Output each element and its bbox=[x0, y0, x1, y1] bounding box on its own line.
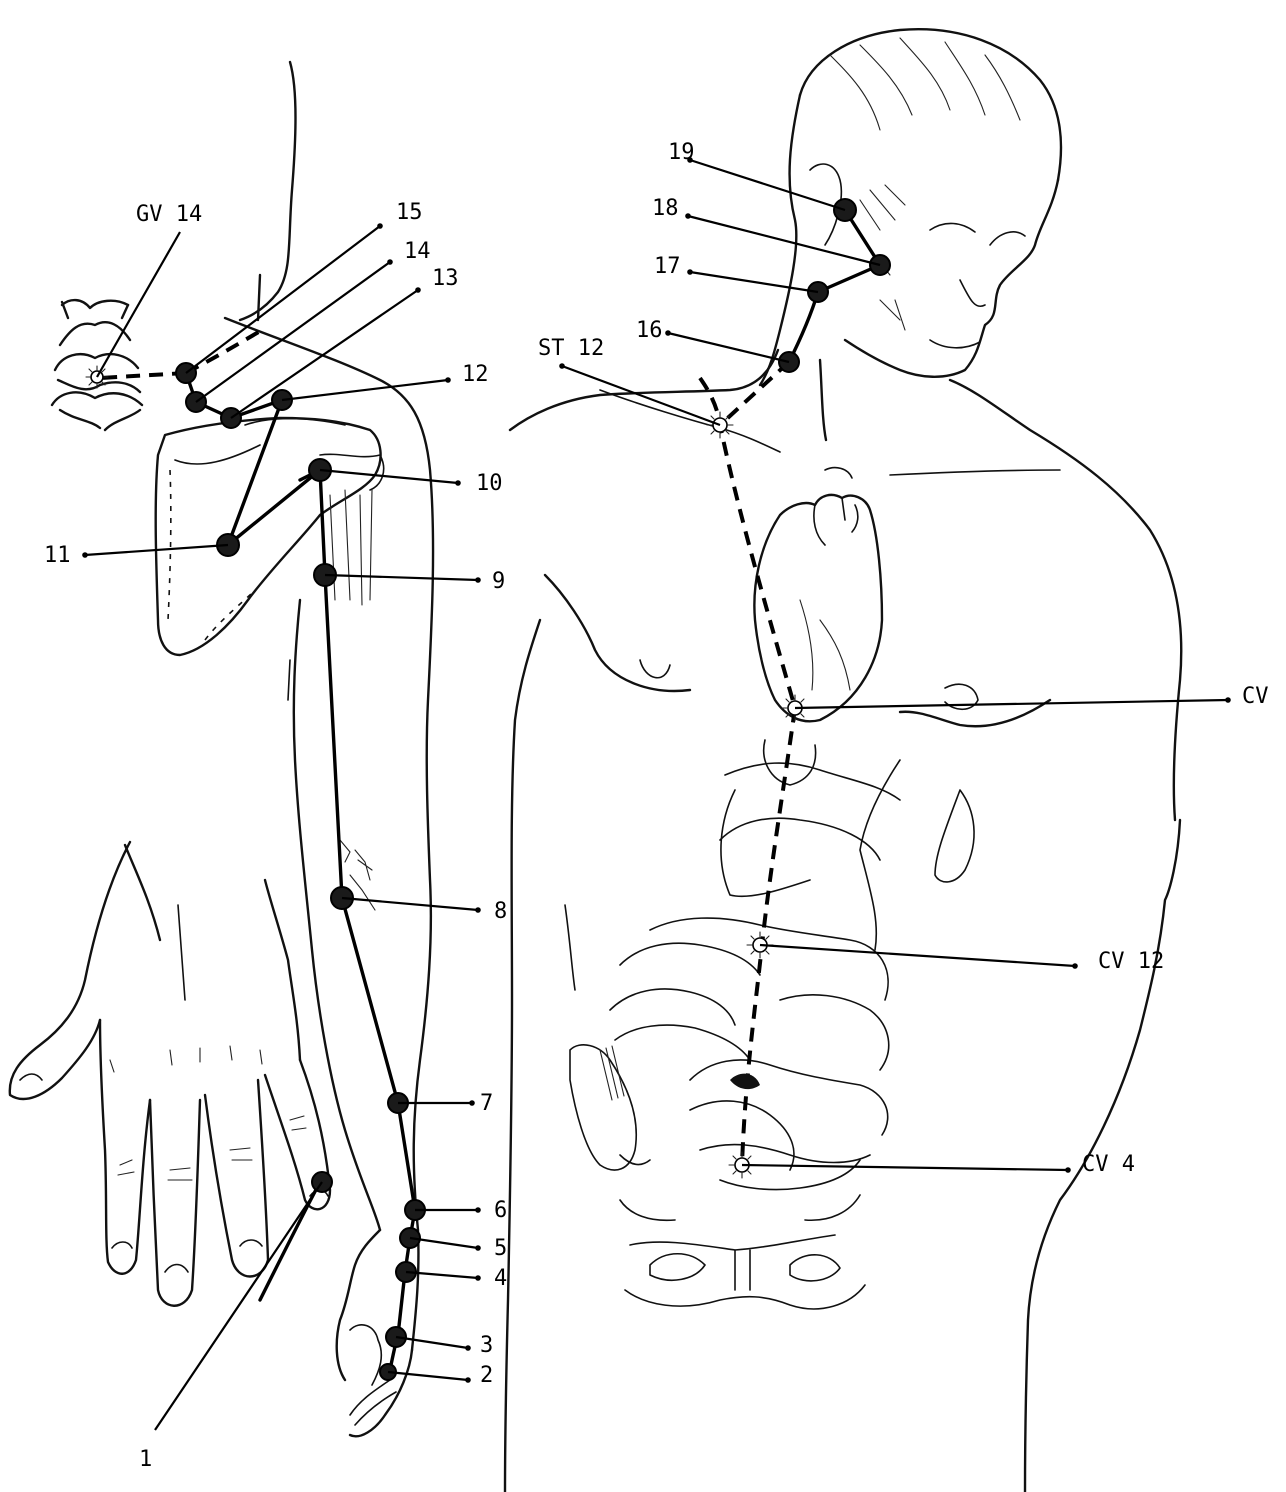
label-16: 16 bbox=[636, 318, 663, 343]
point-labels: 1 2 3 4 5 6 7 8 9 10 11 12 13 14 15 16 1… bbox=[44, 140, 1269, 1472]
meridian-path bbox=[100, 210, 880, 1370]
label-10: 10 bbox=[476, 471, 503, 496]
torso-drawing bbox=[505, 29, 1181, 1492]
label-cv4: CV 4 bbox=[1082, 1152, 1135, 1177]
leader-lines bbox=[82, 157, 1231, 1430]
label-cv12: CV 12 bbox=[1098, 949, 1164, 974]
label-11: 11 bbox=[44, 543, 71, 568]
label-17: 17 bbox=[654, 254, 681, 279]
star-points bbox=[86, 366, 808, 1178]
small-bowel-mark bbox=[730, 1074, 760, 1089]
label-12: 12 bbox=[462, 362, 489, 387]
label-6: 6 bbox=[494, 1198, 507, 1223]
label-cv17: CV bbox=[1242, 684, 1269, 709]
label-3: 3 bbox=[480, 1333, 493, 1358]
label-8: 8 bbox=[494, 899, 507, 924]
label-18: 18 bbox=[652, 196, 679, 221]
label-9: 9 bbox=[492, 569, 505, 594]
label-4: 4 bbox=[494, 1266, 507, 1291]
label-5: 5 bbox=[494, 1236, 507, 1261]
label-gv14: GV 14 bbox=[136, 202, 202, 227]
vertebra-drawing bbox=[52, 300, 142, 430]
label-13: 13 bbox=[432, 266, 459, 291]
label-7: 7 bbox=[480, 1091, 493, 1116]
label-1: 1 bbox=[139, 1447, 152, 1472]
label-st12: ST 12 bbox=[538, 336, 604, 361]
label-14: 14 bbox=[404, 239, 431, 264]
label-2: 2 bbox=[480, 1363, 493, 1388]
label-19: 19 bbox=[668, 140, 695, 165]
label-15: 15 bbox=[396, 200, 423, 225]
hand-drawing bbox=[10, 842, 330, 1306]
